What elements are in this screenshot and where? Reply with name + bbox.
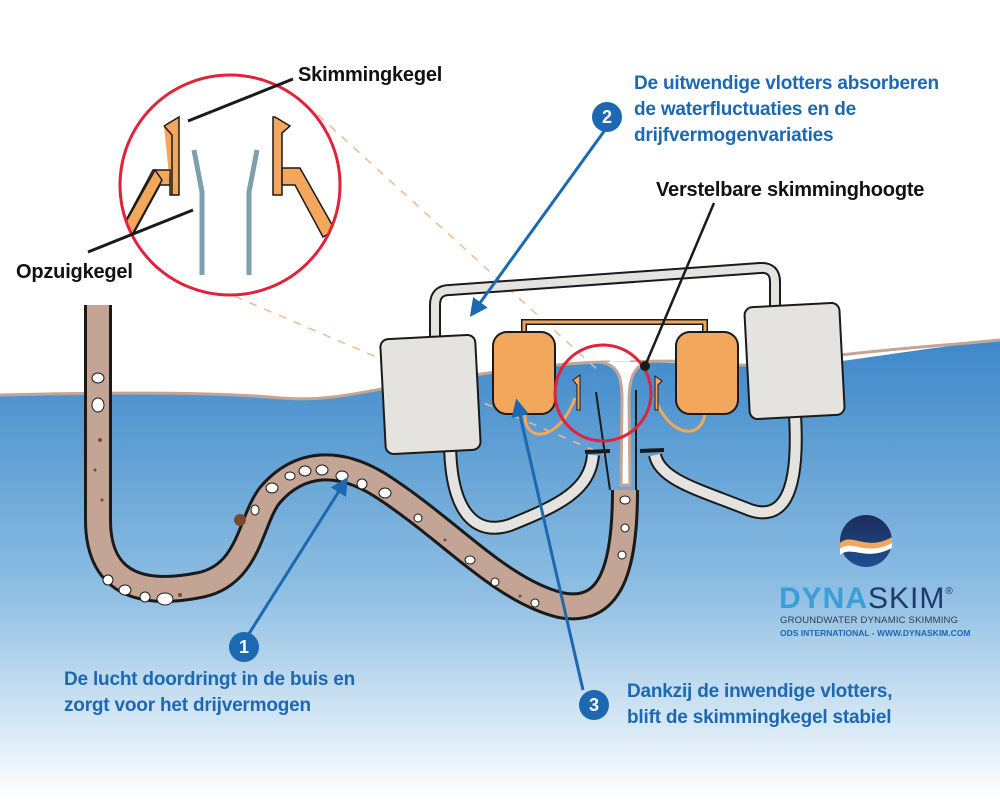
logo-company-url[interactable]: ODS INTERNATIONAL - WWW.DYNASKIM.COM (780, 628, 971, 638)
suction-cone-label: Opzuigkegel (16, 261, 133, 283)
dynaskim-logo-mark (840, 515, 892, 567)
logo-brand-part-1: DYNA (779, 582, 869, 615)
callout-1-line-1: De lucht doordringt in de buis en (64, 669, 356, 690)
outer-float-left (379, 333, 482, 455)
inset-suction-pipe-right (246, 149, 260, 275)
skimming-cone-mini-left (572, 374, 581, 411)
callout-3-badge: 3 (579, 690, 609, 720)
sediment-particles (93, 438, 522, 598)
inset-highlight-circle (118, 73, 342, 297)
adjustable-height-marker (640, 361, 650, 371)
inner-float-hoop-right (653, 397, 707, 433)
callout-2-line-1: De uitwendige vlotters absorberen (634, 73, 939, 94)
adjustable-height-leader (643, 202, 716, 367)
callout-2-line-2: de waterfluctuaties en de (634, 99, 857, 120)
inset-suction-pipe-left (191, 149, 205, 275)
outer-float-right (743, 302, 846, 421)
skimming-cone-mini-right (654, 375, 663, 411)
callout-3-arrow (511, 398, 585, 691)
projection-line-top (317, 114, 601, 373)
inner-float-left (492, 331, 556, 415)
hose-cap-left (584, 449, 611, 454)
adjustable-height-label: Verstelbare skimminghoogte (656, 179, 925, 201)
inner-float-hoop-left (523, 397, 577, 436)
callout-1-text: De lucht doordringt in de buis en zorgt … (64, 667, 355, 719)
logo-brand-part-2: SKIM (868, 582, 946, 615)
callout-3-text: Dankzij de inwendige vlotters, blift de … (627, 679, 893, 731)
callout-2-badge: 2 (592, 102, 622, 132)
logo-registered-mark: ® (945, 586, 954, 597)
callout-2-text: De uitwendige vlotters absorberen de wat… (634, 71, 939, 149)
callout-3-line-2: blift de skimmingkegel stabiel (627, 707, 892, 728)
suction-cone-leader (87, 208, 194, 254)
callout-1-arrow (243, 476, 348, 641)
callout-3-line-1: Dankzij de inwendige vlotters, (627, 681, 893, 702)
dynaskim-logo-text: DYNASKIM® (779, 582, 954, 616)
skimmer-funnel (599, 360, 651, 487)
skimming-cone-label: Skimmingkegel (298, 64, 443, 86)
inner-float-right (675, 331, 739, 415)
callout-1-line-2: zorgt voor het drijvermogen (64, 695, 311, 716)
skimming-cone-leader (187, 77, 294, 123)
logo-tagline: GROUNDWATER DYNAMIC SKIMMING (780, 615, 959, 626)
highlight-circle-device (553, 343, 653, 443)
callout-2-line-3: drijfvermogenvariaties (634, 125, 834, 146)
inset-skimming-cone-right (272, 116, 292, 196)
hose-cap-right (639, 448, 665, 453)
callout-2-arrow (469, 129, 607, 317)
inset-content (120, 115, 337, 275)
callout-1-badge: 1 (229, 632, 259, 662)
air-bubbles (91, 372, 631, 608)
